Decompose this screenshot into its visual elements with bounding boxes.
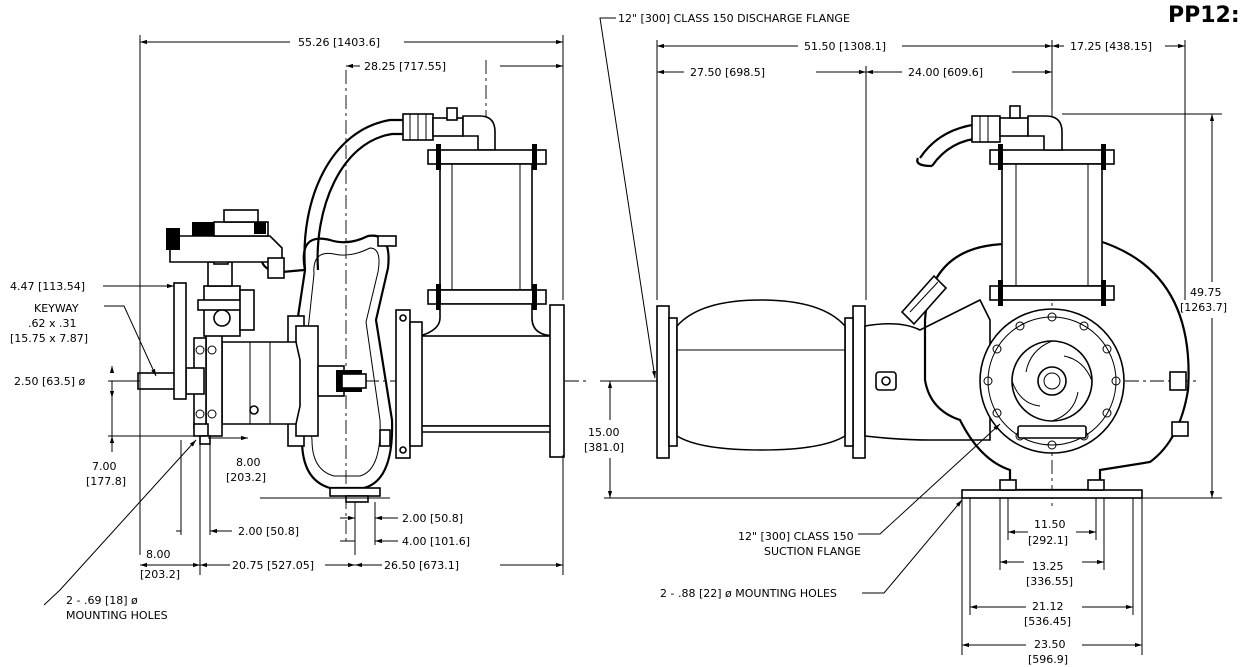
dim-right-overall: 51.50 [1308.1] xyxy=(804,40,886,53)
front-view xyxy=(600,60,1200,510)
keyway-size-metric: [15.75 x 7.87] xyxy=(10,332,88,345)
suction-flange-label: SUCTION FLANGE xyxy=(764,545,861,558)
dim-base-w2: 13.25 xyxy=(1032,560,1064,573)
dim-foot-a: 8.00 xyxy=(236,456,261,469)
dim-shaft-height-metric: [177.8] xyxy=(86,475,126,488)
dim-right-a: 27.50 [698.5] xyxy=(690,66,765,79)
dim-base-b: 26.50 [673.1] xyxy=(384,559,459,572)
dim-shaft-extension: 4.47 [113.54] xyxy=(10,280,85,293)
dim-base-w1: 11.50 xyxy=(1034,518,1066,531)
side-view-dimensions: 55.26 [1403.6] 28.25 [717.55] 4.47 [113.… xyxy=(10,35,564,622)
dim-foot-e: 4.00 [101.6] xyxy=(402,535,470,548)
front-view-dimensions: 12" [300] CLASS 150 DISCHARGE FLANGE 51.… xyxy=(584,12,1227,666)
dim-base-a: 20.75 [527.05] xyxy=(232,559,314,572)
dim-base-w3: 21.12 xyxy=(1032,600,1064,613)
keyway-label: KEYWAY xyxy=(34,302,79,315)
mounting-holes-left: 2 - .69 [18] ø xyxy=(66,594,138,607)
dim-height-center-metric: [381.0] xyxy=(584,441,624,454)
drawing-title: PP12: xyxy=(1168,3,1240,28)
dim-foot-c: 2.00 [50.8] xyxy=(238,525,299,538)
dim-right-b: 24.00 [609.6] xyxy=(908,66,983,79)
dim-right-c: 17.25 [438.15] xyxy=(1070,40,1152,53)
discharge-flange-callout: 12" [300] CLASS 150 DISCHARGE FLANGE xyxy=(618,12,850,25)
dim-base-w1-metric: [292.1] xyxy=(1028,534,1068,547)
dim-height-total-metric: [1263.7] xyxy=(1180,301,1227,314)
dim-height-center: 15.00 xyxy=(588,426,620,439)
dim-shaft-diameter: 2.50 [63.5] ø xyxy=(14,375,86,388)
dim-height-total: 49.75 xyxy=(1190,286,1222,299)
dim-overall-length: 55.26 [1403.6] xyxy=(298,36,380,49)
mounting-holes-left-label: MOUNTING HOLES xyxy=(66,609,168,622)
dim-shaft-to-discharge: 28.25 [717.55] xyxy=(364,60,446,73)
dim-shaft-height: 7.00 xyxy=(92,460,117,473)
dim-foot-b: 8.00 xyxy=(146,548,171,561)
dim-base-w2-metric: [336.55] xyxy=(1026,575,1073,588)
dim-base-w3-metric: [536.45] xyxy=(1024,615,1071,628)
dim-base-w4: 23.50 xyxy=(1034,638,1066,651)
mounting-holes-right: 2 - .88 [22] ø MOUNTING HOLES xyxy=(660,587,837,600)
side-view xyxy=(137,60,590,545)
dim-base-w4-metric: [596.9] xyxy=(1028,653,1068,666)
dim-foot-b-metric: [203.2] xyxy=(140,568,180,581)
suction-flange-callout: 12" [300] CLASS 150 xyxy=(738,530,854,543)
keyway-size: .62 x .31 xyxy=(28,317,77,330)
dim-foot-d: 2.00 [50.8] xyxy=(402,512,463,525)
dim-foot-a-metric: [203.2] xyxy=(226,471,266,484)
